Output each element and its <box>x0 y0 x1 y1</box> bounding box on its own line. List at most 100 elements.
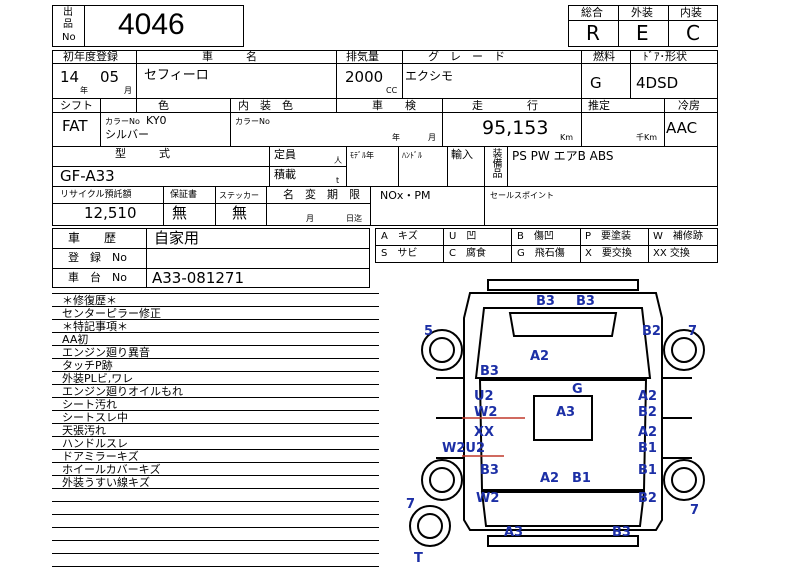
note-line: ホイールカバーキズ <box>62 463 161 476</box>
interior-grade-label: 内装 <box>680 6 702 19</box>
displacement: 2000 <box>345 68 384 86</box>
sales-point-label: セールスポイント <box>490 191 554 200</box>
load-unit: t <box>336 176 340 185</box>
wheel-rear-right <box>663 459 705 501</box>
damage-b3-front-right: B3 <box>576 294 595 309</box>
estimate-label: 推定 <box>588 99 610 112</box>
wheel-rear-left <box>421 459 463 501</box>
spec-table <box>52 50 718 226</box>
damage-a2-right-b: A2 <box>638 425 657 440</box>
note-line: 外装PLビ,ワレ <box>62 372 134 385</box>
right-side-lines <box>662 377 692 459</box>
lot-label-bot: No <box>62 32 76 43</box>
capacity-label: 定員 <box>274 148 296 161</box>
legend-b: B 傷凹 <box>517 231 554 242</box>
handle-label: ﾊﾝﾄﾞﾙ <box>402 151 422 160</box>
ac: AAC <box>666 119 698 137</box>
note-line: エンジン廻り異音 <box>62 346 150 359</box>
shift-label: シフト <box>60 99 93 112</box>
damage-b2-rear-right: B2 <box>638 491 657 506</box>
reg-month-unit: 月 <box>124 86 132 95</box>
note-line: ＊修復歴＊ <box>62 294 117 307</box>
model-code-label: 型 式 <box>115 147 170 160</box>
body-shape: 4DSD <box>636 74 679 92</box>
mileage-label: 走 行 <box>472 99 538 112</box>
damage-a3-roof: A3 <box>556 405 575 420</box>
fuel-label: 燃料 <box>593 50 615 63</box>
legend-s: S サビ <box>381 248 418 259</box>
grade-box <box>568 5 718 47</box>
spare-tire <box>409 505 451 547</box>
sticker-label: ステッカー <box>219 191 259 200</box>
note-line: ハンドルスレ <box>62 437 128 450</box>
color-no-label: カラーNo <box>105 117 140 126</box>
recycle-label: リサイクル預託額 <box>60 190 132 200</box>
legend-xx: XX 交換 <box>653 248 690 259</box>
body-outline <box>463 292 663 531</box>
lot-label-top: 出 <box>63 7 73 18</box>
exterior-grade-label: 外装 <box>631 6 653 19</box>
damage-b1-trunk: B1 <box>572 471 591 486</box>
note-line: シート汚れ <box>62 398 117 411</box>
note-line: エンジン廻りオイルもれ <box>62 385 183 398</box>
nox-pm-label: NOx・PM <box>380 189 431 202</box>
name-change-month-unit: 月 <box>306 214 314 223</box>
hood-outline <box>474 307 652 379</box>
km-unit: Km <box>560 133 574 142</box>
lot-number-box <box>52 5 244 47</box>
name-change-label: 名 変 期 限 <box>283 188 360 201</box>
note-line: 天張汚れ <box>62 424 106 437</box>
reg-year-unit: 年 <box>80 86 88 95</box>
damage-b2-right-a: B2 <box>638 405 657 420</box>
chassis-no-label: 車 台 No <box>68 271 127 284</box>
color-name: シルバー <box>105 128 149 141</box>
exterior-grade: E <box>636 21 649 45</box>
model-code: GF-A33 <box>60 167 115 185</box>
color-label: 色 <box>158 99 169 112</box>
reg-year: 14 <box>60 68 80 86</box>
damage-a3-rear: A3 <box>504 525 523 540</box>
legend-a: A キズ <box>381 231 418 242</box>
car-damage-diagram: B3 B3 5 B2 7 A2 B3 U2 G A2 W2 A3 B2 XX A… <box>406 279 705 566</box>
note-line: ＊特記事項＊ <box>62 320 128 333</box>
inspection-month-unit: 月 <box>428 133 436 142</box>
left-side-lines <box>436 377 464 459</box>
damage-7-rear-right: 7 <box>690 503 699 518</box>
inspection-year-unit: 年 <box>392 133 400 142</box>
history-box <box>52 228 370 288</box>
overall-grade: R <box>586 21 600 45</box>
legend-x: X 要交換 <box>585 248 632 259</box>
inspection-label: 車 検 <box>372 99 416 112</box>
history-label: 車 歴 <box>68 231 117 245</box>
note-line: AA初 <box>62 333 89 346</box>
car-name: セフィーロ <box>144 68 209 83</box>
legend-g: G 飛石傷 <box>517 248 565 259</box>
equipment: PS PW エアB ABS <box>512 149 614 163</box>
cc-unit: CC <box>386 86 398 95</box>
history-value: 自家用 <box>154 229 200 247</box>
grade: エクシモ <box>405 69 454 83</box>
car-name-label: 車 名 <box>202 50 257 63</box>
damage-w2u2: W2U2 <box>442 441 485 456</box>
damage-xx: XX <box>474 425 494 440</box>
damage-w2-left-a: W2 <box>474 405 497 420</box>
damage-t: T <box>414 551 423 566</box>
front-bumper-outline <box>487 279 639 291</box>
damage-b2-front-right: B2 <box>642 324 661 339</box>
trunk-outline <box>480 491 646 527</box>
load-label: 積載 <box>274 168 296 181</box>
reg-year-label: 初年度登録 <box>63 50 118 63</box>
front-grille <box>508 312 618 337</box>
damage-a2-right-a: A2 <box>638 389 657 404</box>
damage-a2-hood: A2 <box>530 349 549 364</box>
interior-color-label: 内 装 色 <box>238 99 293 112</box>
note-line: 外装うすい線キズ <box>62 476 150 489</box>
import-label: 輸入 <box>451 148 473 161</box>
chassis-no: A33-081271 <box>152 269 245 287</box>
legend-u: U 凹 <box>449 231 477 242</box>
damage-b3-left-b: B3 <box>480 463 499 478</box>
damage-a2-trunk: A2 <box>540 471 559 486</box>
grade-label: グ レ ー ド <box>428 50 505 63</box>
wheel-front-right <box>663 329 705 371</box>
damage-5: 5 <box>424 324 433 339</box>
